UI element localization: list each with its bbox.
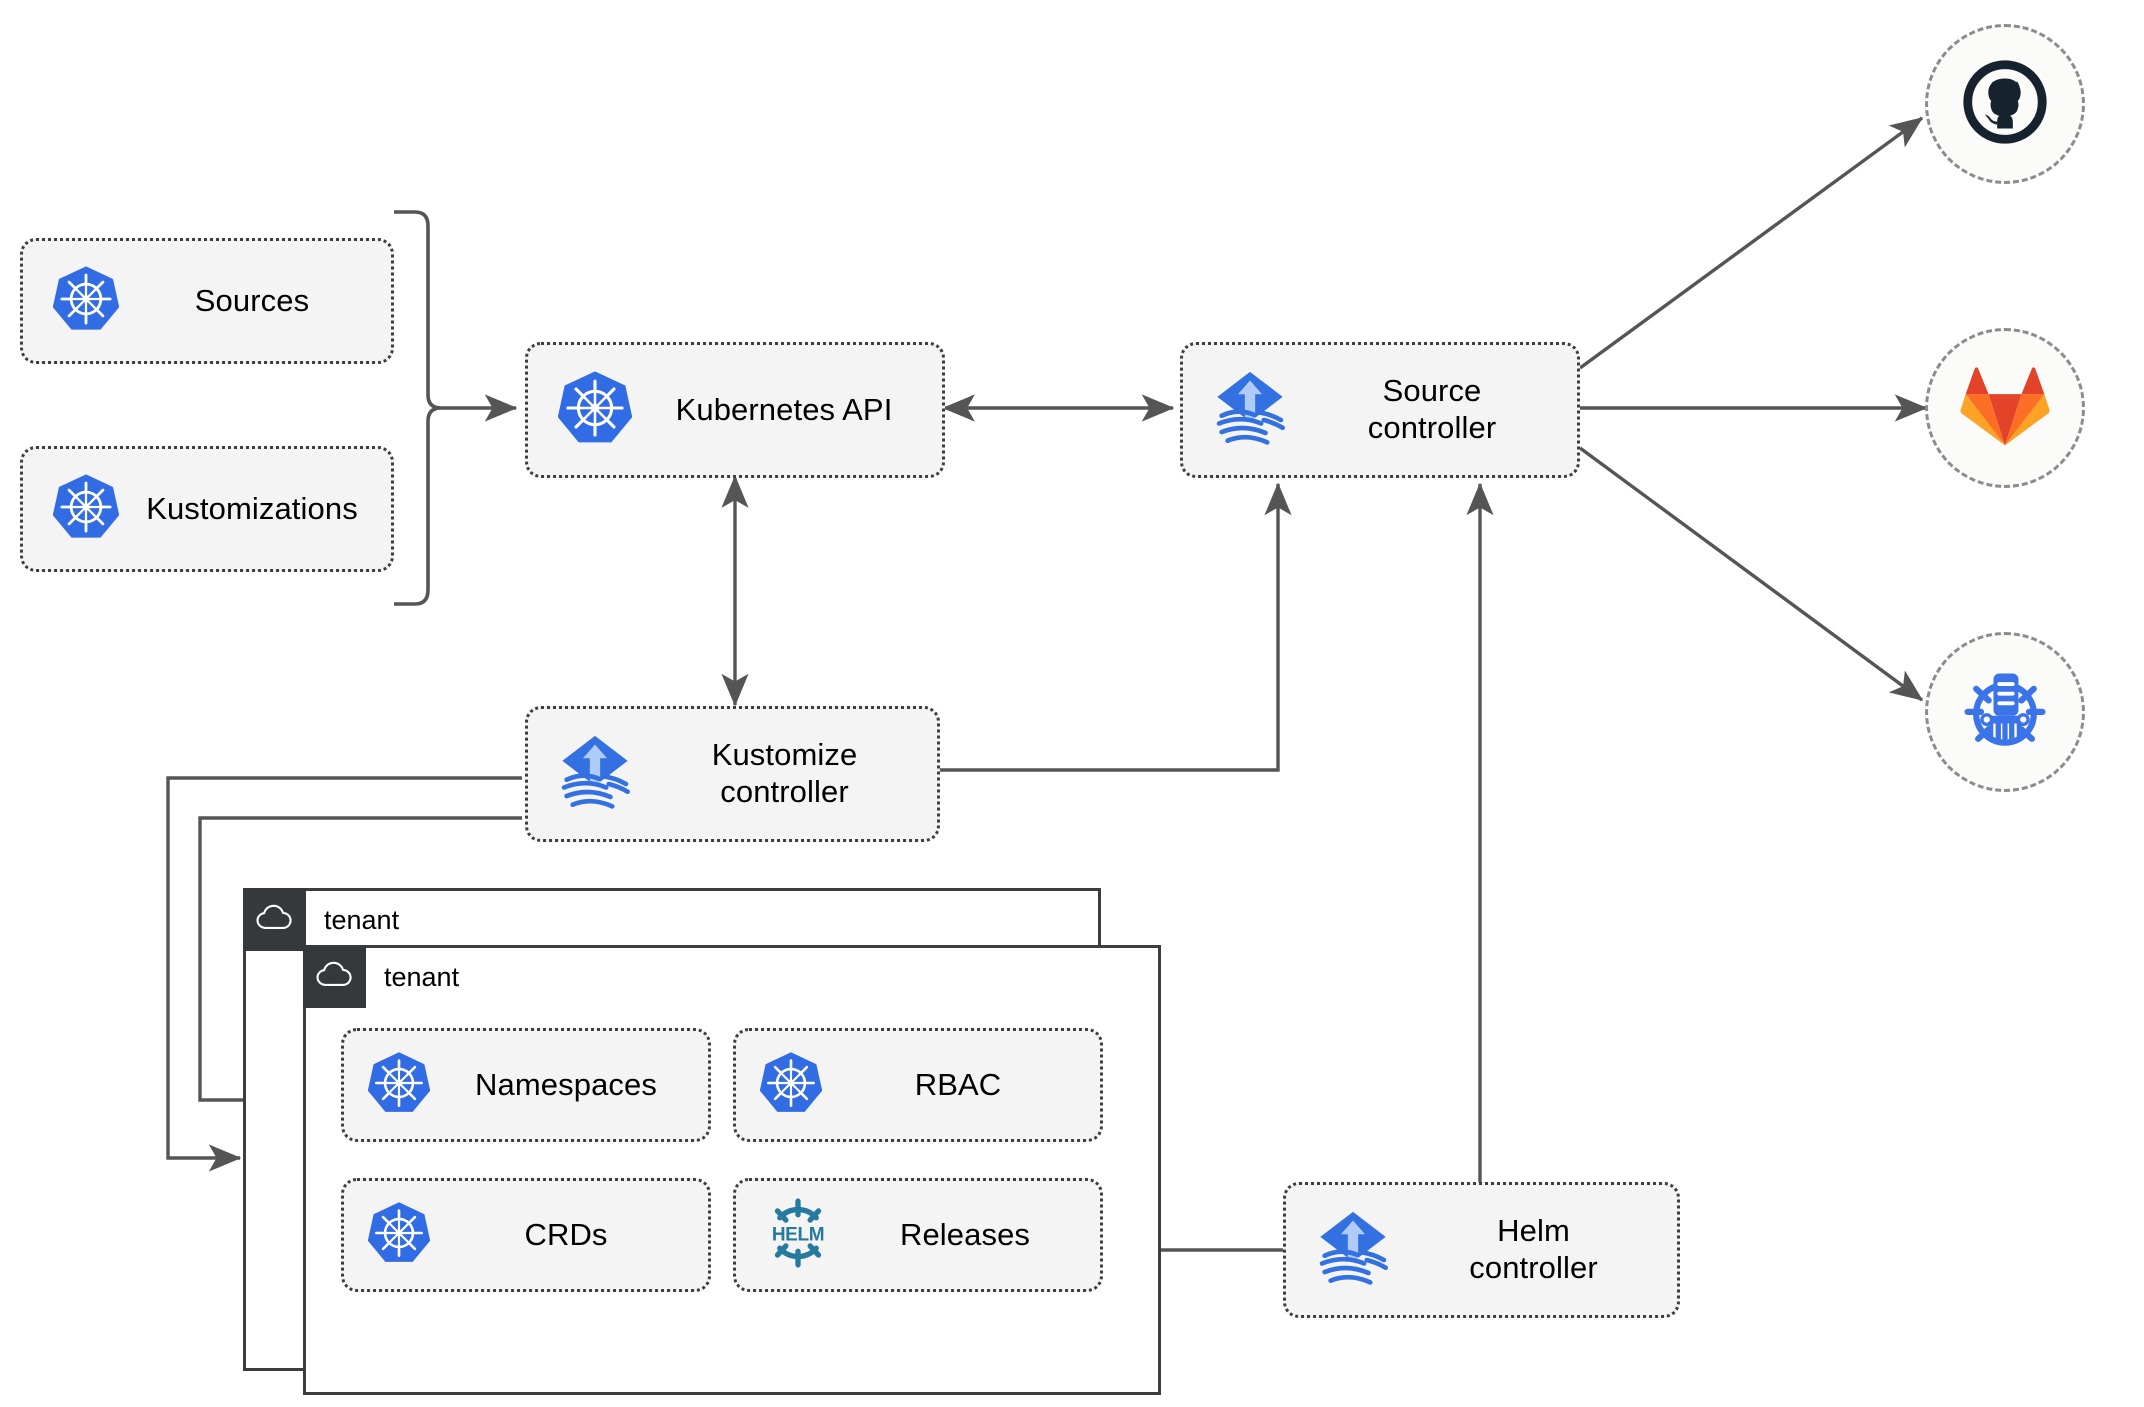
node-kubernetes-api[interactable]: Kubernetes API bbox=[525, 342, 945, 478]
node-gitlab[interactable] bbox=[1925, 328, 2085, 488]
tenant-header bbox=[243, 888, 306, 951]
node-rbac[interactable]: RBAC bbox=[733, 1028, 1103, 1142]
node-label: CRDs bbox=[524, 1216, 608, 1252]
node-helm-controller[interactable]: Helm controller bbox=[1283, 1182, 1680, 1318]
node-github[interactable] bbox=[1925, 24, 2085, 184]
node-namespaces[interactable]: Namespaces bbox=[341, 1028, 711, 1142]
node-releases[interactable]: HELM Releases bbox=[733, 1178, 1103, 1292]
kubernetes-icon bbox=[52, 265, 120, 337]
github-icon bbox=[1956, 53, 2054, 156]
node-label: Kustomize controller bbox=[711, 737, 858, 809]
node-label: Releases bbox=[899, 1216, 1031, 1252]
kubernetes-icon bbox=[759, 1051, 823, 1119]
node-label: Sources bbox=[194, 282, 310, 318]
flux-icon bbox=[1310, 1205, 1396, 1296]
tenant-label: tenant bbox=[324, 905, 400, 935]
node-crds[interactable]: CRDs bbox=[341, 1178, 711, 1292]
container-tenant-inner: tenant bbox=[303, 945, 1161, 1395]
flux-icon bbox=[552, 729, 638, 820]
cloud-icon bbox=[255, 903, 294, 936]
node-label: Source controller bbox=[1367, 373, 1497, 445]
node-helm-repository[interactable] bbox=[1925, 632, 2085, 792]
edge-source-to-github bbox=[1578, 116, 1924, 370]
tenant-label: tenant bbox=[384, 962, 460, 992]
node-label: Helm controller bbox=[1469, 1213, 1598, 1285]
kubernetes-icon bbox=[557, 370, 633, 450]
node-kustomize-controller[interactable]: Kustomize controller bbox=[525, 706, 940, 842]
cloud-icon bbox=[315, 960, 354, 993]
edge-source-to-helm-repository bbox=[1578, 446, 1924, 702]
edge-sources-brace bbox=[394, 210, 442, 606]
flux-icon bbox=[1207, 365, 1293, 456]
kubernetes-icon bbox=[367, 1201, 431, 1269]
node-source-controller[interactable]: Source controller bbox=[1180, 342, 1580, 478]
tenant-header bbox=[303, 945, 366, 1008]
kubernetes-icon bbox=[52, 473, 120, 545]
gitlab-icon bbox=[1959, 363, 2051, 454]
node-label: Namespaces bbox=[475, 1066, 657, 1102]
node-sources[interactable]: Sources bbox=[20, 238, 394, 364]
edge-kustomize-to-source-controller bbox=[940, 482, 1292, 772]
node-label: Kustomizations bbox=[146, 490, 358, 526]
node-label: RBAC bbox=[914, 1066, 1002, 1102]
node-label: Kubernetes API bbox=[675, 391, 893, 427]
svg-text:HELM: HELM bbox=[772, 1224, 824, 1245]
kubernetes-icon bbox=[367, 1051, 431, 1119]
helm-icon: HELM bbox=[760, 1195, 836, 1276]
helm-repository-icon bbox=[1957, 662, 2053, 763]
node-kustomizations[interactable]: Kustomizations bbox=[20, 446, 394, 572]
